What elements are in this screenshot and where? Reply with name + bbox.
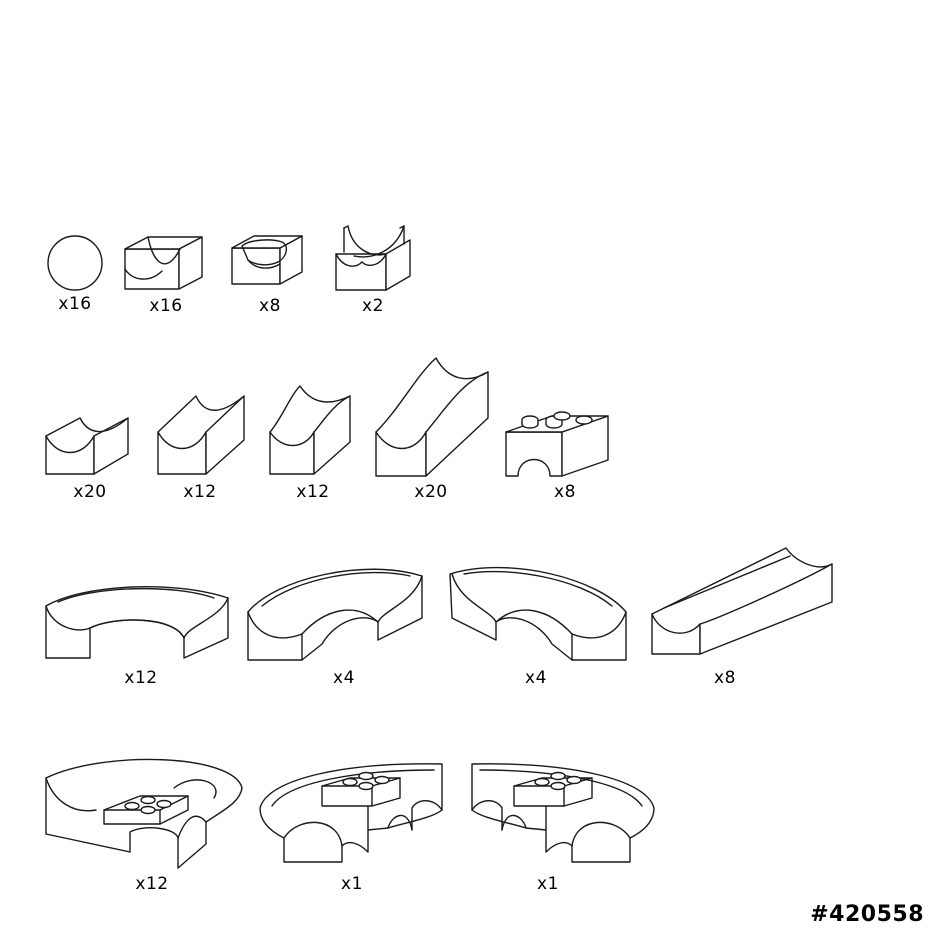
single-curve-block-piece — [122, 225, 206, 291]
straight-track-piece — [650, 544, 836, 656]
ball-piece — [46, 234, 104, 292]
quantity-label: x12 — [135, 874, 169, 894]
quantity-label: x1 — [341, 874, 363, 894]
quantity-label: x16 — [58, 294, 92, 314]
curved-track-piece — [44, 576, 230, 660]
quantity-label: x8 — [554, 482, 576, 502]
quantity-label: x20 — [73, 482, 107, 502]
quantity-label: x12 — [183, 482, 217, 502]
cross-curve-block-piece — [334, 222, 414, 292]
small-ramp-piece — [268, 384, 354, 476]
quantity-label: x12 — [124, 668, 158, 688]
arch-brick-piece — [500, 410, 614, 478]
corner-curve-block-piece — [230, 226, 306, 286]
funnel-right-piece — [466, 758, 656, 864]
long-channel-piece — [156, 388, 248, 476]
quantity-label: x4 — [525, 668, 547, 688]
u-turn-with-studs-piece — [44, 752, 244, 870]
quantity-label: x4 — [333, 668, 355, 688]
short-channel-piece — [44, 408, 132, 476]
quantity-label: x20 — [414, 482, 448, 502]
quantity-label: x16 — [149, 296, 183, 316]
quantity-label: x8 — [714, 668, 736, 688]
large-ramp-piece — [374, 356, 492, 478]
funnel-left-piece — [258, 758, 448, 864]
quantity-label: x8 — [259, 296, 281, 316]
s-curve-track-left-piece — [448, 550, 628, 662]
set-code: #420558 — [810, 902, 924, 927]
s-curve-track-right-piece — [246, 550, 426, 662]
quantity-label: x1 — [537, 874, 559, 894]
quantity-label: x12 — [296, 482, 330, 502]
quantity-label: x2 — [362, 296, 384, 316]
